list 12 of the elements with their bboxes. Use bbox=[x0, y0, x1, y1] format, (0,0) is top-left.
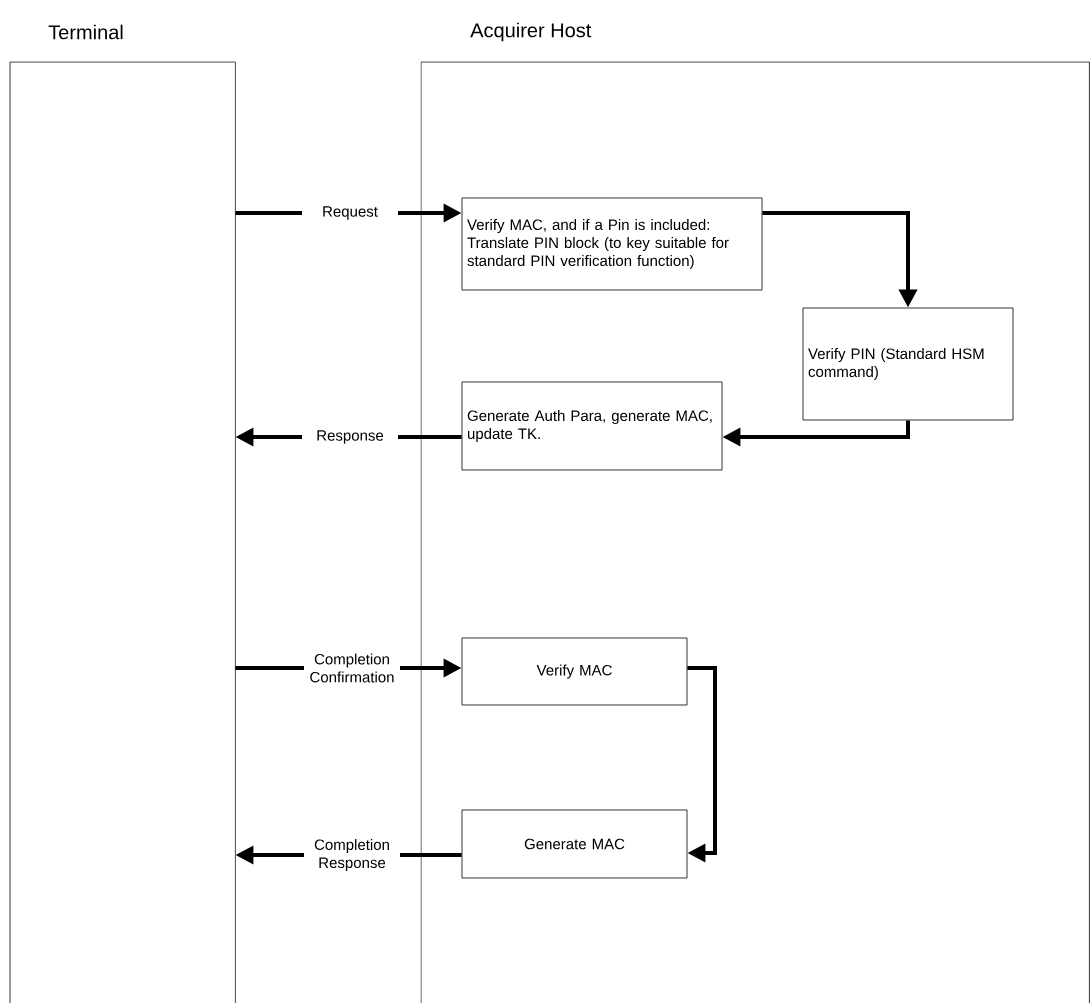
process-box: Verify PIN (Standard HSM command) bbox=[802, 307, 1014, 421]
lane-heading: Terminal bbox=[48, 24, 123, 40]
edge-label: Response bbox=[302, 429, 398, 445]
process-box: Generate MAC bbox=[461, 809, 688, 879]
edge-label: Request bbox=[302, 205, 398, 221]
edge-label: Completion Response bbox=[304, 838, 400, 872]
process-box: Verify MAC, and if a Pin is included: Translate PIN block (to key suitable for standard PIN verification function) bbox=[461, 197, 763, 291]
process-box: Verify MAC bbox=[461, 637, 688, 706]
edge-label: Completion Confirmation bbox=[304, 652, 400, 684]
process-box: Generate Auth Para, generate MAC, update TK. bbox=[461, 381, 723, 471]
arrow bbox=[687, 666, 717, 863]
lane-heading: Acquirer Host bbox=[470, 22, 592, 42]
